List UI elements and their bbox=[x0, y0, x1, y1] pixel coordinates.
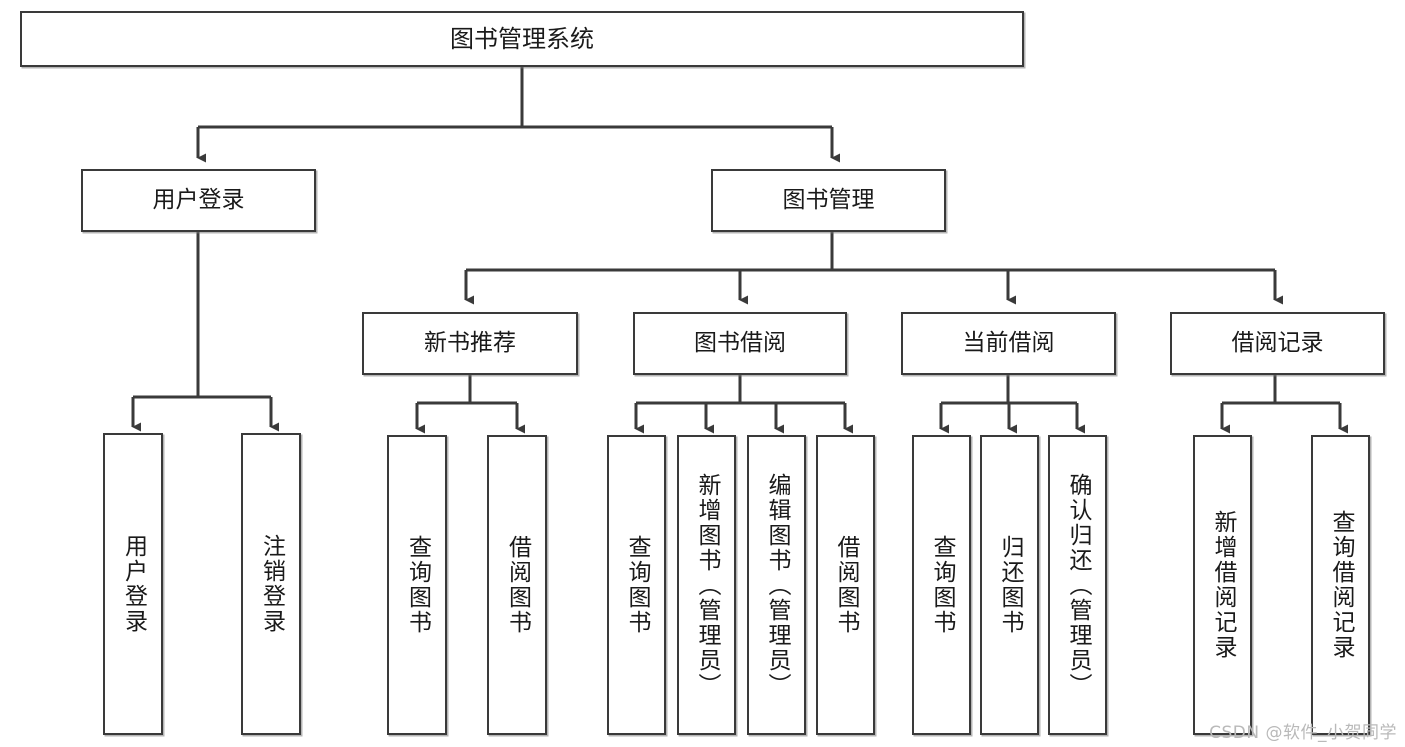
node-label: 图书借阅 bbox=[694, 329, 786, 356]
node-book-borrowing[interactable]: 图书借阅 bbox=[633, 312, 847, 375]
leaf-new-book-query-book[interactable]: 查询图书 bbox=[387, 435, 447, 735]
node-label: 用户登录 bbox=[120, 534, 147, 634]
node-label: 查询借阅记录 bbox=[1328, 510, 1354, 660]
node-label: 确认归还（管理员） bbox=[1065, 472, 1091, 698]
node-label: 查询图书 bbox=[404, 535, 431, 635]
node-new-book-recommendation[interactable]: 新书推荐 bbox=[362, 312, 578, 375]
node-label: 新增图书（管理员） bbox=[694, 472, 720, 698]
node-book-management[interactable]: 图书管理 bbox=[711, 169, 946, 232]
node-label: 归还图书 bbox=[997, 535, 1023, 635]
node-user-login[interactable]: 用户登录 bbox=[81, 169, 316, 232]
node-current-borrowing[interactable]: 当前借阅 bbox=[901, 312, 1116, 375]
leaf-borrow-record-add-record[interactable]: 新增借阅记录 bbox=[1193, 435, 1252, 735]
node-label: 新增借阅记录 bbox=[1210, 510, 1236, 660]
node-label: 查询图书 bbox=[624, 535, 650, 635]
node-label: 借阅记录 bbox=[1231, 329, 1324, 356]
node-label: 借阅图书 bbox=[833, 535, 859, 635]
node-label: 借阅图书 bbox=[504, 535, 531, 635]
node-label: 编辑图书（管理员） bbox=[764, 472, 790, 698]
node-label: 注销登录 bbox=[258, 534, 285, 634]
node-root-book-management-system[interactable]: 图书管理系统 bbox=[20, 11, 1024, 67]
leaf-current-borrow-query-book[interactable]: 查询图书 bbox=[912, 435, 971, 735]
leaf-current-borrow-return-book[interactable]: 归还图书 bbox=[980, 435, 1039, 735]
node-label: 新书推荐 bbox=[424, 329, 516, 356]
node-label: 图书管理 bbox=[782, 186, 875, 213]
leaf-current-borrow-confirm-return-admin[interactable]: 确认归还（管理员） bbox=[1048, 435, 1107, 735]
leaf-new-book-borrow-book[interactable]: 借阅图书 bbox=[487, 435, 547, 735]
leaf-book-borrow-query-book[interactable]: 查询图书 bbox=[607, 435, 666, 735]
leaf-book-borrow-borrow-book[interactable]: 借阅图书 bbox=[816, 435, 875, 735]
leaf-book-borrow-add-book-admin[interactable]: 新增图书（管理员） bbox=[677, 435, 736, 735]
node-label: 当前借阅 bbox=[962, 329, 1055, 356]
leaf-borrow-record-query-record[interactable]: 查询借阅记录 bbox=[1311, 435, 1370, 735]
leaf-book-borrow-edit-book-admin[interactable]: 编辑图书（管理员） bbox=[747, 435, 806, 735]
node-borrow-records[interactable]: 借阅记录 bbox=[1170, 312, 1385, 375]
leaf-user-login-logout[interactable]: 注销登录 bbox=[241, 433, 301, 735]
leaf-user-login-login[interactable]: 用户登录 bbox=[103, 433, 163, 735]
watermark-text: CSDN @软件_小贺同学 bbox=[1209, 723, 1397, 743]
node-label: 图书管理系统 bbox=[450, 24, 594, 53]
node-label: 查询图书 bbox=[929, 535, 955, 635]
node-label: 用户登录 bbox=[152, 186, 245, 213]
